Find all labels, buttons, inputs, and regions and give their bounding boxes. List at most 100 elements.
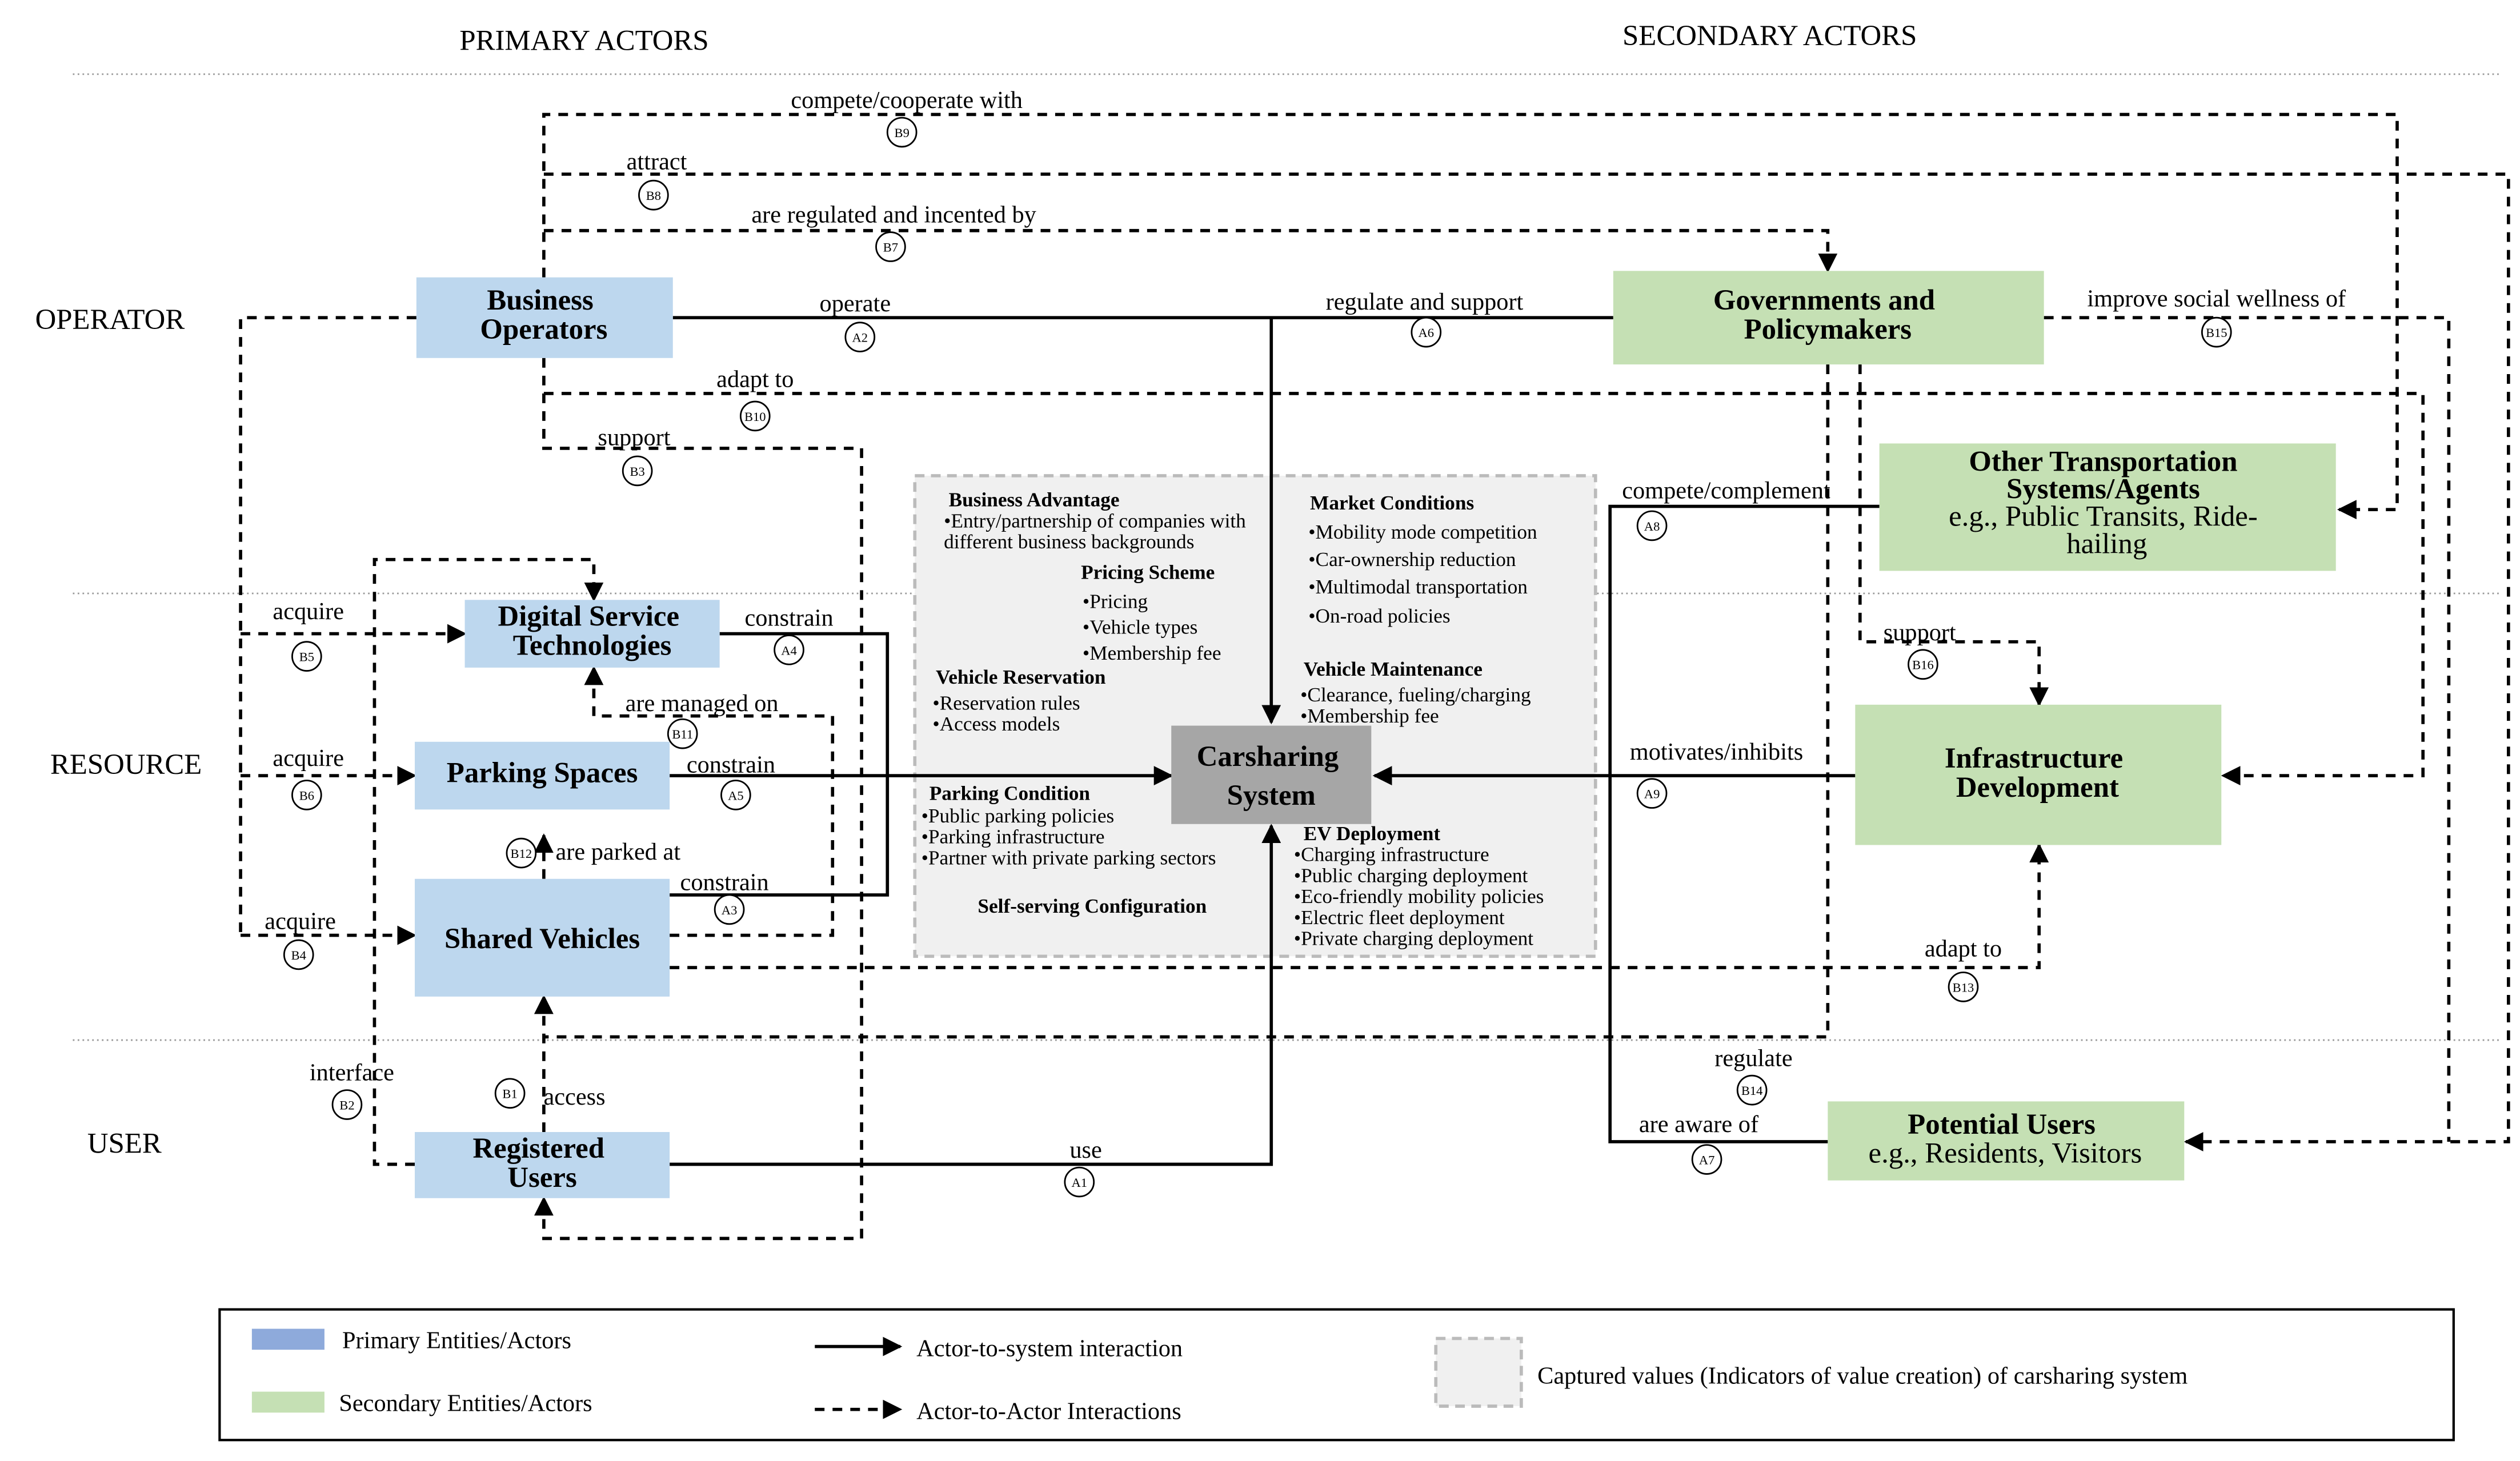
tag-b3: B3 (630, 464, 644, 479)
registered-users-box (415, 1132, 670, 1198)
tag-circle-a2 (844, 322, 876, 352)
tag-circle-b15 (2201, 316, 2232, 348)
shared-vehicles-box (415, 878, 670, 997)
actor-to-system-edges (670, 316, 1880, 1166)
tag-b6: B6 (299, 788, 314, 802)
business-operators-label: Business Operators (480, 284, 607, 345)
ev-deployment-block: EV Deployment •Charging infrastructure •… (1294, 822, 1549, 950)
edge-label-a9: motivates/inhibits (1630, 738, 1803, 765)
legend-secondary-label: Secondary Entities/Actors (339, 1390, 592, 1416)
tag-b8: B8 (646, 188, 661, 203)
legend-frame (218, 1308, 2455, 1442)
tag-circle-b6 (291, 780, 322, 810)
edge-b16 (1858, 364, 2049, 707)
tag-b13: B13 (1953, 980, 1974, 994)
pricing-scheme-block: Pricing Scheme •Pricing •Vehicle types •… (1081, 561, 1221, 664)
tag-circle-b12 (506, 837, 537, 869)
tag-b12: B12 (511, 846, 532, 861)
tag-b10: B10 (744, 410, 766, 424)
business-operators-box (416, 277, 673, 358)
carsharing-system-label: Carsharing System (1197, 740, 1346, 811)
edge-label-a2: operate (820, 290, 891, 317)
edge-label-b12: are parked at (555, 838, 680, 865)
edge-a4 (670, 632, 890, 897)
tag-circle-b16 (1908, 649, 1938, 680)
infrastructure-box (1855, 704, 2222, 845)
tag-circle-a8 (1636, 510, 1668, 541)
edge-b2 (372, 557, 604, 1166)
captured-values-text: Business Advantage •Entry/partnership of… (922, 489, 1549, 950)
legend-dashed-label: Actor-to-Actor Interactions (916, 1398, 1181, 1425)
edge-tags (283, 117, 2232, 1198)
tag-circle-b1 (494, 1078, 526, 1109)
edge-tag-texts: B9 B8 B7 A2 A6 B15 B10 B3 A8 B5 A4 B11 B… (291, 126, 2227, 1190)
edge-b7 (543, 228, 1838, 273)
edge-a1 (670, 824, 1281, 1166)
edge-b10 (542, 358, 2425, 785)
tag-b15: B15 (2206, 326, 2227, 340)
other-transport-box (1879, 443, 2336, 571)
legend-secondary-swatch (251, 1391, 324, 1413)
edge-b8 (543, 172, 2510, 1151)
tag-b2: B2 (339, 1098, 354, 1112)
tag-circle-b4 (283, 939, 314, 970)
tag-circle-a6 (1411, 316, 1442, 348)
carsharing-system-box (1171, 725, 1372, 824)
tag-circle-b10 (739, 400, 771, 432)
market-conditions-block: Market Conditions •Mobility mode competi… (1308, 492, 1542, 627)
edge-label-b14: regulate (1714, 1045, 1792, 1071)
tag-circle-b11 (667, 718, 698, 749)
edge-a8 (1608, 504, 1880, 1143)
potential-users-box (1828, 1101, 2185, 1181)
edge-label-b16: support (1884, 619, 1956, 646)
business-advantage-block: Business Advantage •Entry/partnership of… (944, 489, 1251, 553)
self-serving-block: Self-serving Configuration (977, 895, 1207, 917)
tag-circle-b8 (638, 179, 669, 211)
legend-captured-swatch (1434, 1336, 1523, 1408)
secondary-actors-header: SECONDARY ACTORS (1622, 19, 1917, 51)
registered-users-label: Registered Users (473, 1132, 612, 1193)
parking-spaces-box (415, 741, 670, 810)
tag-a6: A6 (1419, 326, 1435, 340)
legend-primary-swatch (251, 1328, 324, 1350)
edge-label-a8: compete/complement (1622, 477, 1830, 504)
tag-circle-b2 (331, 1089, 363, 1120)
digital-service-box (464, 600, 720, 668)
tag-circle-b9 (886, 117, 918, 148)
governments-box (1613, 271, 2044, 365)
tag-a1: A1 (1071, 1175, 1087, 1190)
potential-users-label: Potential Users e.g., Residents, Visitor… (1869, 1108, 2142, 1169)
tag-b9: B9 (895, 126, 910, 140)
tag-circle-a3 (714, 894, 745, 925)
tag-b11: B11 (672, 727, 693, 741)
edge-label-a6: regulate and support (1326, 288, 1524, 315)
row-label-resource: RESOURCE (50, 748, 202, 780)
parking-spaces-label: Parking Spaces (447, 756, 638, 788)
tag-circle-a7 (1691, 1144, 1722, 1175)
tag-circle-a5 (720, 780, 751, 810)
tag-a4: A4 (781, 643, 797, 657)
tag-b5: B5 (299, 650, 314, 664)
edge-label-b11: are managed on (626, 690, 779, 717)
tag-b1: B1 (502, 1087, 517, 1101)
legend-solid-label: Actor-to-system interaction (916, 1335, 1183, 1362)
legend: Primary Entities/Actors Secondary Entiti… (218, 1308, 2455, 1442)
vehicle-maintenance-block: Vehicle Maintenance •Clearance, fueling/… (1300, 658, 1536, 727)
tag-a8: A8 (1644, 519, 1660, 533)
row-label-user: USER (87, 1127, 162, 1159)
edge-label-b13: adapt to (1925, 935, 2002, 962)
tag-b14: B14 (1741, 1083, 1763, 1098)
shared-vehicles-label: Shared Vehicles (444, 922, 640, 954)
vehicle-reservation-block: Vehicle Reservation •Reservation rules •… (932, 666, 1111, 735)
edge-label-b2: interface (310, 1059, 394, 1086)
edge-label-a5: constrain (687, 751, 775, 778)
tag-a9: A9 (1644, 787, 1660, 801)
edge-label-b4: acquire (265, 908, 336, 934)
row-label-operator: OPERATOR (35, 303, 185, 335)
edge-label-a7: are aware of (1639, 1111, 1759, 1138)
governments-label: Governments and Policymakers (1713, 284, 1942, 345)
edge-label-b7: are regulated and incented by (751, 202, 1036, 228)
edge-label-b6: acquire (273, 745, 344, 772)
tag-circle-b14 (1736, 1074, 1768, 1106)
